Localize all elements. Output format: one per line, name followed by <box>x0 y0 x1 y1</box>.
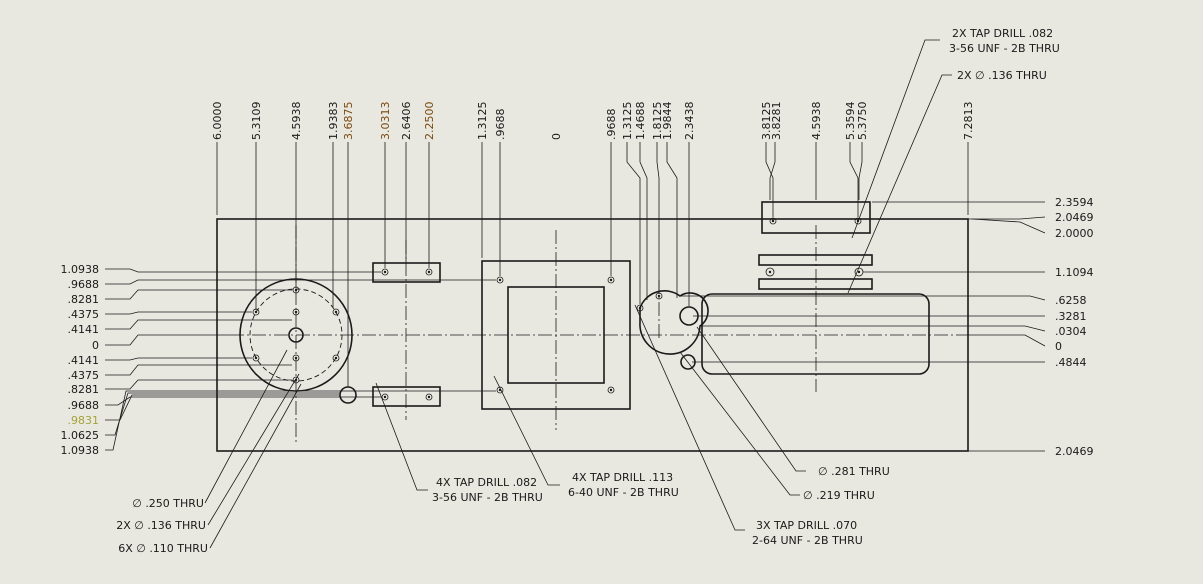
note-tap-082-bot-line2: 3-56 UNF - 2B THRU <box>432 491 543 504</box>
ord-right-2-3594: 2.3594 <box>1055 196 1094 209</box>
ord-right-0-3281: .3281 <box>1055 310 1087 323</box>
ord-top-2-2500: 2.2500 <box>423 102 436 141</box>
note-thru-110: 6X ∅ .110 THRU <box>118 542 208 555</box>
ord-left-0-4141-b: .4141 <box>68 354 100 367</box>
note-tap-070-line2: 2-64 UNF - 2B THRU <box>752 534 863 547</box>
ord-left-0-9831: .9831 <box>68 414 100 427</box>
ord-right-0-4844: .4844 <box>1055 356 1087 369</box>
hole-136-left <box>339 386 357 404</box>
ord-right-0-6258: .6258 <box>1055 294 1087 307</box>
ord-right-2-0000: 2.0000 <box>1055 227 1094 240</box>
slot-top <box>372 262 441 283</box>
ord-left-1-0625: 1.0625 <box>61 429 100 442</box>
part-geometry <box>216 201 969 452</box>
ord-top-0-9688-a: .9688 <box>494 109 507 141</box>
ord-top-1-3125-b: 1.3125 <box>621 102 634 141</box>
ord-top-2-3438: 2.3438 <box>683 102 696 141</box>
ord-left-0-4141-a: .4141 <box>68 323 100 336</box>
left-ordinate-labels: 1.0938 .9688 .8281 .4375 .4141 0 .4141 .… <box>61 263 100 457</box>
ord-top-6-0000: 6.0000 <box>211 102 224 141</box>
note-tap-113-line2: 6-40 UNF - 2B THRU <box>568 486 679 499</box>
ord-top-1-4688: 1.4688 <box>634 102 647 141</box>
note-tap-082-top-line1: 2X TAP DRILL .082 <box>952 27 1053 40</box>
ord-top-3-8281: 3.8281 <box>770 102 783 141</box>
ord-top-1-8125: 1.8125 <box>651 102 664 141</box>
ord-top-4-5938-b: 4.5938 <box>810 102 823 141</box>
slot-bottom <box>372 386 441 407</box>
lobe-outline <box>639 290 709 355</box>
ordinate-lines-right <box>680 201 1046 452</box>
note-leaders <box>204 39 952 549</box>
ord-left-0-4375-a: .4375 <box>68 308 100 321</box>
ord-top-3-6875: 3.6875 <box>342 102 355 141</box>
ordinate-lines-top <box>216 142 969 387</box>
ord-top-0: 0 <box>550 133 563 140</box>
right-ordinate-labels: 2.3594 2.0469 2.0000 1.1094 .6258 .3281 … <box>1055 196 1094 458</box>
ord-right-0: 0 <box>1055 340 1062 353</box>
ord-top-5-3594: 5.3594 <box>844 102 857 141</box>
ord-right-2-0469-a: 2.0469 <box>1055 211 1094 224</box>
ord-top-3-0313: 3.0313 <box>379 102 392 141</box>
strip-2 <box>758 278 873 290</box>
note-thru-219: ∅ .219 THRU <box>803 489 875 502</box>
ord-left-0-8281-a: .8281 <box>68 293 100 306</box>
ord-left-1-0938-a: 1.0938 <box>61 263 100 276</box>
ord-top-4-5938: 4.5938 <box>290 102 303 141</box>
note-thru-136-top: 2X ∅ .136 THRU <box>957 69 1047 82</box>
ord-top-3-8125: 3.8125 <box>760 102 773 141</box>
note-tap-082-bot-line1: 4X TAP DRILL .082 <box>436 476 537 489</box>
note-tap-082-top-line2: 3-56 UNF - 2B THRU <box>949 42 1060 55</box>
ord-left-1-0938-b: 1.0938 <box>61 444 100 457</box>
ord-right-2-0469-b: 2.0469 <box>1055 445 1094 458</box>
ord-right-0-0304: .0304 <box>1055 325 1087 338</box>
ord-top-0-9688-b: .9688 <box>605 109 618 141</box>
ord-right-1-1094: 1.1094 <box>1055 266 1094 279</box>
ord-left-0-8281-b: .8281 <box>68 383 100 396</box>
note-thru-281: ∅ .281 THRU <box>818 465 890 478</box>
ord-top-7-2813: 7.2813 <box>962 102 975 141</box>
top-ordinate-labels: 6.0000 5.3109 4.5938 1.9383 3.6875 3.031… <box>211 102 975 141</box>
note-thru-136-bot: 2X ∅ .136 THRU <box>116 519 206 532</box>
ord-left-0-4375-b: .4375 <box>68 369 100 382</box>
ord-left-0: 0 <box>92 339 99 352</box>
hole-notes: 2X TAP DRILL .082 3-56 UNF - 2B THRU 2X … <box>116 27 1060 555</box>
ord-top-5-3109: 5.3109 <box>250 102 263 141</box>
ord-top-1-3125-a: 1.3125 <box>476 102 489 141</box>
ord-top-2-6406: 2.6406 <box>400 102 413 141</box>
strip-1 <box>758 254 873 266</box>
ordinate-lines-left <box>105 268 496 451</box>
note-thru-250: ∅ .250 THRU <box>132 497 204 510</box>
note-tap-070-line1: 3X TAP DRILL .070 <box>756 519 857 532</box>
ord-top-1-9383: 1.9383 <box>327 102 340 141</box>
ord-left-0-9688-b: .9688 <box>68 399 100 412</box>
ord-top-5-3750: 5.3750 <box>856 102 869 141</box>
ord-top-1-9844: 1.9844 <box>661 102 674 141</box>
note-tap-113-line1: 4X TAP DRILL .113 <box>572 471 673 484</box>
ord-left-0-9688-a: .9688 <box>68 278 100 291</box>
center-lines <box>230 225 960 445</box>
